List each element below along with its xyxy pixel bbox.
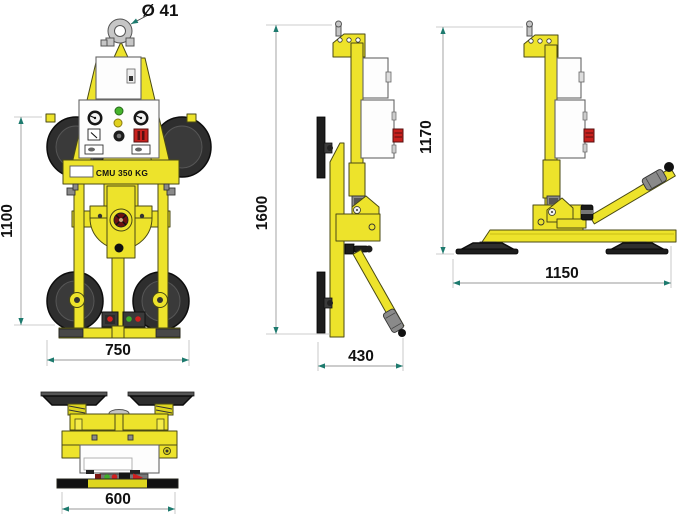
dim-top-width: 600 <box>61 491 176 514</box>
pivot-assembly-side <box>335 162 381 255</box>
dim-side-height: 1600 <box>254 24 332 335</box>
pin-hole <box>114 243 124 253</box>
spring-top-right <box>154 403 174 416</box>
green-lamp <box>114 106 124 116</box>
arm-end-knob <box>398 329 406 337</box>
arm-bumper <box>580 204 594 221</box>
handle-control-box-left <box>101 311 119 328</box>
arm-end-knob <box>664 162 674 172</box>
vacuum-pump-box <box>95 56 142 100</box>
dim-label-side-depth: 430 <box>348 348 374 365</box>
handle-controls-top <box>95 472 149 482</box>
post-right <box>157 183 169 331</box>
dim-label-diameter: Ø 41 <box>142 1 179 20</box>
rotator-hub <box>109 208 133 232</box>
striped-handle-bar <box>56 478 179 489</box>
yellow-lamp <box>113 118 123 128</box>
pad-top-left <box>40 391 108 406</box>
dim-shackle-diameter: Ø 41 <box>130 1 179 25</box>
dim-front-height: 1100 <box>0 116 55 326</box>
suction-pad-down-right <box>605 242 669 255</box>
side-view-folded: 1600 430 <box>254 20 406 371</box>
side-view-laydown: 1170 1150 <box>418 20 677 288</box>
valve-fitting <box>66 187 76 196</box>
upper-box-side <box>362 57 392 99</box>
dim-laydown-length: 1150 <box>452 246 672 288</box>
dim-label-front-width: 750 <box>105 342 131 359</box>
front-view: CMU 350 KG <box>0 1 212 366</box>
dim-label-side-height: 1600 <box>254 196 271 230</box>
post-left <box>73 183 85 331</box>
suction-pad-side-bottom <box>316 271 333 334</box>
capacity-plate: CMU 350 KG <box>96 168 148 178</box>
cup-bracket <box>186 113 197 123</box>
name-plate-blank <box>69 165 94 178</box>
dim-label-laydown-height: 1170 <box>418 120 435 154</box>
red-switch <box>133 128 149 143</box>
dim-label-laydown-length: 1150 <box>545 265 579 282</box>
top-view: 600 <box>40 391 195 514</box>
spring-top-left <box>67 403 87 416</box>
side-wing-left <box>61 444 83 459</box>
roller-folded <box>382 308 404 333</box>
lifting-shackle <box>100 18 135 47</box>
dim-label-top-width: 600 <box>105 491 131 508</box>
vacuum-gauge-left <box>87 110 103 126</box>
upper-box-side <box>556 57 585 99</box>
toggle-switch-right <box>131 144 151 155</box>
red-connector <box>583 128 595 143</box>
control-panel <box>78 99 160 159</box>
roller-laydown <box>641 169 667 191</box>
rotator-assembly <box>71 183 171 259</box>
handle-control-box-right <box>122 311 146 328</box>
lower-box-side <box>360 99 404 159</box>
suction-pad-down-left <box>455 242 519 255</box>
lower-beam-top <box>61 430 178 446</box>
crossbar: CMU 350 KG <box>62 159 180 185</box>
dim-label-front-height: 1100 <box>0 204 16 238</box>
suction-pad-side-top <box>316 116 333 179</box>
lower-box-side <box>554 99 595 159</box>
dim-side-depth: 430 <box>317 338 404 371</box>
toggle-switch-left <box>84 144 104 155</box>
pad-top-right <box>127 391 195 406</box>
valve-fitting <box>166 187 176 196</box>
pivot-assembly-laydown <box>532 159 587 231</box>
rotary-knob <box>113 130 125 142</box>
small-gauge <box>87 128 101 141</box>
cup-bracket <box>45 113 56 123</box>
pump-box-top <box>79 444 160 474</box>
dim-front-width: 750 <box>46 340 190 366</box>
red-connector <box>392 128 404 143</box>
bottom-bar <box>58 325 181 339</box>
vacuum-gauge-right <box>133 110 149 126</box>
pad-beam <box>481 229 677 243</box>
dim-laydown-height: 1170 <box>418 26 523 255</box>
